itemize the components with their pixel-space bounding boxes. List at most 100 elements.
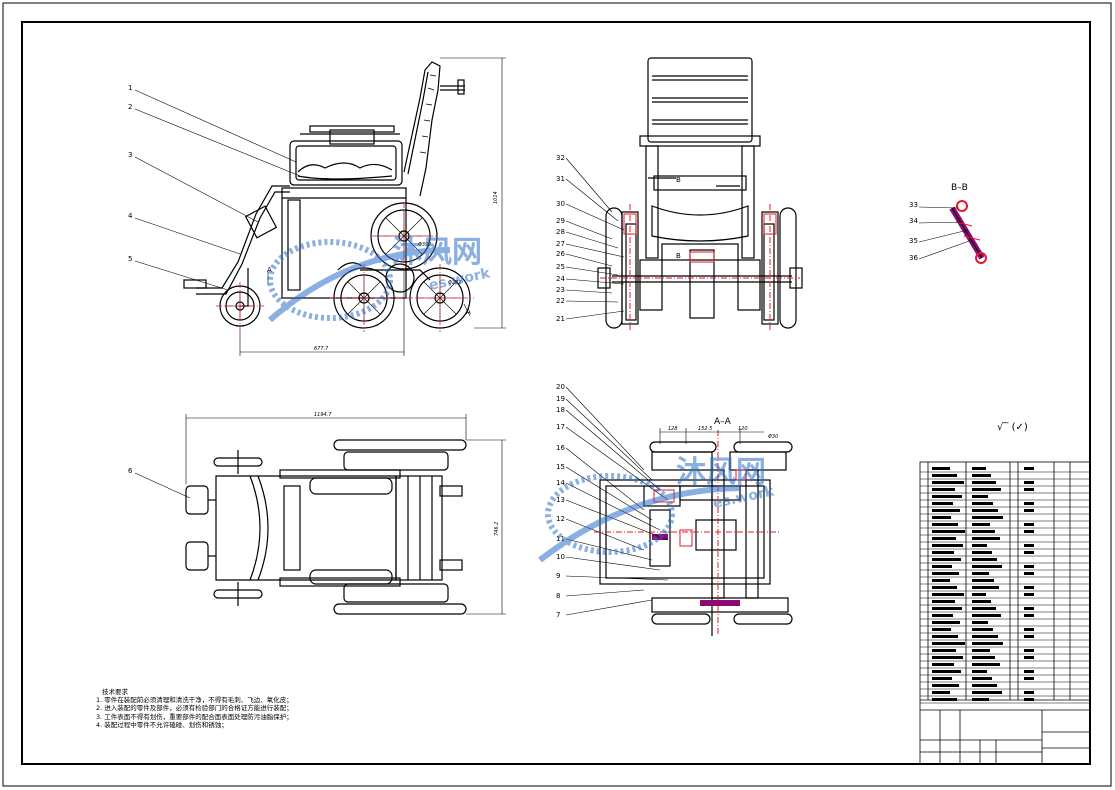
bom-cell-code [972, 474, 991, 477]
part-label-left-3: 3 [128, 151, 132, 159]
bom-cell-code [972, 649, 990, 652]
bom-cell-code [972, 600, 991, 603]
bom-cell-name [932, 600, 955, 603]
dim-aa-1: 128 [668, 426, 678, 432]
bom-cell-name [932, 642, 965, 645]
bb-detail [949, 200, 987, 264]
part-label-front-11: 21 [556, 315, 565, 323]
bom-cell-qty [1024, 551, 1034, 554]
bom-cell-code [972, 656, 995, 659]
part-label-aa-8: 12 [556, 515, 565, 523]
leaders-left [134, 89, 301, 291]
bom-cell-qty [1024, 628, 1034, 631]
bom-cell-name [932, 495, 962, 498]
bom-cell-name [932, 558, 961, 561]
part-label-front-5: 27 [556, 240, 565, 248]
bom-cell-name [932, 656, 963, 659]
dim-overall-height: 1014 [493, 191, 499, 204]
bom-cell-code [972, 509, 998, 512]
bom-cell-qty [1024, 572, 1034, 575]
part-label-aa-0: 20 [556, 383, 565, 391]
part-label-left-1: 1 [128, 84, 132, 92]
bom-cell-code [972, 467, 986, 470]
bom-cell-name [932, 509, 960, 512]
inner-frame [21, 21, 1091, 765]
bom-cell-code [972, 684, 997, 687]
part-label-aa-1: 19 [556, 395, 565, 403]
part-label-aa-11: 9 [556, 572, 560, 580]
leaders-aa [565, 386, 669, 616]
bill-of-materials [919, 461, 1091, 765]
bom-cell-name [932, 523, 958, 526]
bom-cell-name [932, 502, 953, 505]
bom-cell-qty [1024, 593, 1034, 596]
part-label-bb-2: 35 [909, 237, 918, 245]
part-label-aa-2: 18 [556, 406, 565, 414]
bom-cell-name [932, 691, 950, 694]
bom-cell-name [932, 572, 959, 575]
note-item-3: 3. 工件表面不得有划伤，重要部件的配合面表面处理防污油脂保护； [96, 712, 293, 721]
part-label-left-5: 5 [128, 255, 132, 263]
dim-aa-2: 152.5 [698, 426, 712, 432]
technical-requirements: 技术要求 1. 零件在装配前必须清理和清洗干净，不得有毛刺、飞边、氧化皮； 2.… [96, 688, 293, 729]
part-label-aa-5: 15 [556, 463, 565, 471]
bom-cell-code [972, 495, 988, 498]
part-label-front-7: 25 [556, 263, 565, 271]
bom-cell-name [932, 677, 952, 680]
front-view-red-details [600, 204, 800, 330]
plan-view [185, 439, 467, 615]
part-label-front-9: 23 [556, 286, 565, 294]
note-item-2: 2. 进入装配的零件及部件，必须有检验部门的合格证方能进行装配； [96, 704, 293, 713]
bom-cell-qty [1024, 698, 1034, 701]
part-label-bb-0: 33 [909, 201, 918, 209]
part-label-front-10: 22 [556, 297, 565, 305]
dim-wheel-dia: Φ392 [418, 242, 431, 248]
bom-rows [920, 467, 1090, 704]
bom-cell-qty [1024, 467, 1034, 470]
bom-cell-name [932, 586, 957, 589]
bom-cell-code [972, 628, 993, 631]
part-label-aa-9: 11 [556, 535, 565, 543]
section-marker-b-top: B [676, 176, 681, 184]
bom-cell-name [932, 607, 962, 610]
part-label-front-8: 24 [556, 275, 565, 283]
part-label-bb-3: 36 [909, 254, 918, 262]
plan-view-dimensions [134, 414, 506, 615]
part-label-front-1: 31 [556, 175, 565, 183]
bom-cell-code [972, 614, 1001, 617]
bom-cell-qty [1024, 586, 1034, 589]
dim-overall-width: 746.2 [494, 522, 500, 536]
bom-cell-code [972, 488, 1001, 491]
part-label-left-2: 2 [128, 103, 132, 111]
part-label-front-2: 30 [556, 200, 565, 208]
bom-cell-name [932, 649, 956, 652]
side-view [183, 61, 471, 329]
bom-cell-qty [1024, 565, 1034, 568]
bom-cell-qty [1024, 656, 1034, 659]
bom-cell-name [932, 635, 958, 638]
section-label-bb: B–B [951, 183, 968, 193]
bom-cell-qty [1024, 670, 1034, 673]
bom-cell-qty [1024, 614, 1034, 617]
note-item-4: 4. 装配过程中零件不允许磕碰、划伤和锈蚀； [96, 720, 228, 729]
part-label-front-0: 32 [556, 154, 565, 162]
part-label-left-4: 4 [128, 212, 133, 220]
bom-cell-code [972, 502, 993, 505]
bom-cell-name [932, 593, 964, 596]
part-label-bb-1: 34 [909, 217, 918, 225]
bom-cell-qty [1024, 607, 1034, 610]
part-label-aa-13: 7 [556, 611, 560, 619]
bom-cell-qty [1024, 502, 1034, 505]
part-label-front-3: 29 [556, 217, 565, 225]
watermark-text-bottom: 沐风网 [676, 455, 766, 490]
bom-cell-qty [1024, 523, 1034, 526]
bom-cell-code [972, 523, 990, 526]
surface-roughness-symbol: √‾ (✓) [997, 422, 1028, 433]
dim-wheel-dia2: Φ272 [448, 280, 461, 286]
bom-cell-name [932, 684, 959, 687]
part-label-aa-12: 8 [556, 592, 560, 600]
dim-wheelbase: 677.7 [314, 346, 329, 352]
bom-cell-name [932, 621, 960, 624]
